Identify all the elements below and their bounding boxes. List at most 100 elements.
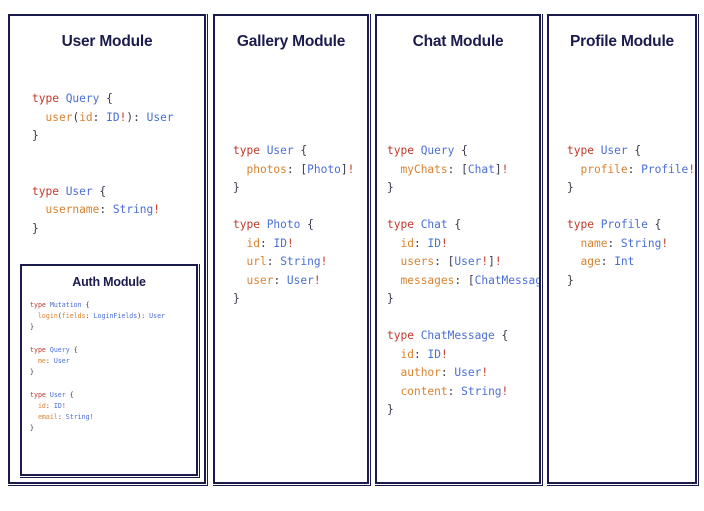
code-token-punc <box>233 237 246 250</box>
code-token-punc <box>30 402 38 410</box>
gallery-module-code-line <box>233 198 354 217</box>
code-token-field: profile <box>580 162 628 176</box>
code-token-kw: type <box>233 144 267 157</box>
code-token-type: User <box>454 255 482 268</box>
user-module-code-line: type User { <box>32 183 174 202</box>
code-token-type: Profile <box>600 218 648 231</box>
gallery-module-code-line: type User { <box>233 142 354 161</box>
code-token-punc: } <box>32 129 39 142</box>
code-token-field: age <box>580 255 601 268</box>
code-token-type: String <box>620 236 662 250</box>
code-token-bang: ! <box>313 273 321 287</box>
code-token-type: String <box>65 413 90 421</box>
code-token-type: User <box>65 184 93 198</box>
chat-module-code-line: users: [User!]! <box>387 253 539 272</box>
code-token-bang: ! <box>440 347 448 361</box>
code-token-type: String <box>461 384 502 398</box>
code-token-punc <box>387 348 400 361</box>
code-token-type: Query <box>65 92 100 105</box>
code-token-type: ID <box>427 236 441 250</box>
auth-module-code-line <box>30 378 165 389</box>
profile-module-code-line: profile: Profile! <box>567 161 695 180</box>
code-token-kw: type <box>567 218 601 231</box>
code-token-bang: ! <box>501 384 509 398</box>
code-token-punc <box>387 255 400 268</box>
code-token-bang: ! <box>688 162 696 176</box>
code-token-punc <box>233 163 246 176</box>
code-token-type: User <box>600 144 628 157</box>
code-token-punc: } <box>567 181 574 194</box>
code-token-type: User <box>149 312 166 321</box>
code-token-punc: ): <box>126 110 147 124</box>
auth-module-code-line: type User { <box>30 390 165 401</box>
auth-module-code-line: login(fields: LoginFields): User <box>30 311 165 322</box>
chat-module-code-line: content: String! <box>387 383 539 402</box>
auth-module-code: type Mutation { login(fields: LoginField… <box>30 300 165 434</box>
code-token-kw: type <box>387 218 421 231</box>
code-token-type: User <box>53 357 70 365</box>
user-module-code: type Query { user(id: ID!): User} type U… <box>32 90 174 238</box>
code-token-punc: { <box>293 144 308 157</box>
code-token-punc <box>387 237 400 250</box>
code-token-type: User <box>146 110 174 124</box>
code-token-field: email <box>37 413 58 421</box>
gallery-module-code: type User { photos: [Photo]!} type Photo… <box>233 142 354 309</box>
profile-module-code-line: name: String! <box>567 235 695 254</box>
code-token-type: User <box>49 390 66 399</box>
code-token-kw: type <box>32 184 66 198</box>
user-module-code-line <box>32 146 174 165</box>
gallery-module-code-line: user: User! <box>233 272 354 291</box>
code-token-punc: : <box>600 255 615 268</box>
code-token-type: Mutation <box>49 301 82 309</box>
code-token-field: id <box>400 236 414 250</box>
profile-module-code: type User { profile: Profile!} type Prof… <box>567 142 695 290</box>
code-token-bang: ! <box>501 162 509 176</box>
code-token-punc: { <box>454 144 468 157</box>
code-token-type: LoginFields <box>93 312 138 321</box>
user-module-card[interactable]: User Module type Query { user(id: ID!): U… <box>8 14 206 484</box>
code-token-type: User <box>266 144 294 157</box>
code-token-type: ID <box>273 236 287 250</box>
gallery-module-code-line: } <box>233 179 354 198</box>
code-token-punc <box>567 163 580 176</box>
code-token-field: myChats <box>400 162 448 176</box>
code-token-punc: : [ <box>454 273 475 287</box>
auth-module-card[interactable]: Auth Module type Mutation { login(fields:… <box>20 264 198 476</box>
code-token-punc: : <box>45 401 54 410</box>
auth-module-title: Auth Module <box>72 275 146 289</box>
code-token-bang: ! <box>440 236 448 250</box>
code-token-punc: } <box>233 181 240 194</box>
code-token-punc: { <box>494 329 509 342</box>
code-token-bang: ! <box>119 110 127 124</box>
code-token-bang: ! <box>347 162 355 176</box>
auth-module-code-line: type Query { <box>30 345 165 356</box>
code-token-kw: type <box>233 218 267 231</box>
code-token-bang: ! <box>320 255 328 268</box>
auth-module-code-line: } <box>30 423 165 434</box>
code-token-punc <box>30 357 38 365</box>
code-token-field: user <box>246 273 274 287</box>
code-token-type: String <box>112 203 154 216</box>
chat-module-code-line: type ChatMessage { <box>387 327 539 346</box>
code-token-type: Photo <box>307 162 341 176</box>
code-token-field: username <box>45 203 100 216</box>
chat-module-code-line: } <box>387 290 539 309</box>
code-token-type: User <box>286 273 314 287</box>
code-token-punc: : <box>627 162 642 176</box>
code-token-field: id <box>246 236 260 250</box>
code-token-type: User <box>454 366 482 379</box>
chat-module-code-line: type Chat { <box>387 216 539 235</box>
profile-module-code-line: } <box>567 179 695 198</box>
code-token-field: author <box>400 366 441 379</box>
user-module-title: User Module <box>61 33 153 50</box>
code-token-punc: : [ <box>447 162 468 176</box>
code-token-bang: ! <box>89 413 94 421</box>
code-token-punc: : <box>99 203 113 216</box>
code-token-punc: : <box>413 236 428 250</box>
gallery-module-code-line: url: String! <box>233 253 354 272</box>
code-token-punc: : <box>85 312 94 321</box>
